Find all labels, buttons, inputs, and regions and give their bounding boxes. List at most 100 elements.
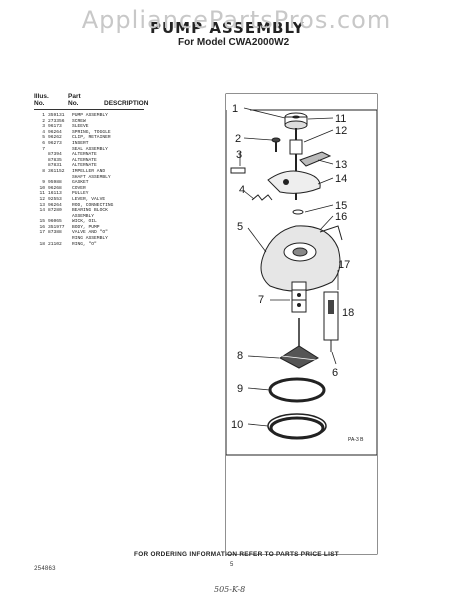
pump-body-part [260,225,343,292]
illus-header-line2: No. [34,100,45,107]
illus-number: 1 [42,113,45,118]
callout-9: 9 [237,383,243,395]
part-description: RING, "O" [72,241,97,247]
part-number: 359131 [48,113,65,118]
part-number: 96065 [48,219,62,225]
part-number: 87280 [48,208,62,214]
header-rule [34,109,144,110]
callout-12: 12 [335,125,347,137]
part-number: 361152 [48,168,65,174]
handwritten-note: 505-K-8 [214,585,246,594]
illus-number: 2 [42,118,45,124]
part-description: ALTERNATE [72,152,97,158]
part-description: SEAL ASSEMBLY [72,146,108,152]
document-number: 254863 [34,565,56,572]
illus-number: 3 [42,124,45,130]
illus-number: 16 [39,224,45,230]
part-number: 273356 [48,118,65,124]
illus-number: 14 [39,208,45,214]
callout-11: 11 [335,113,346,125]
callout-7: 7 [258,294,264,306]
callout-13: 13 [335,159,347,171]
callout-labels: 1 2 3 4 5 6 7 8 9 10 11 12 13 14 15 16 1… [231,103,354,431]
callout-8: 8 [237,350,243,362]
callout-15: 15 [335,200,347,212]
part-number: 96268 [48,185,62,191]
part-description: LEVER, VALVE [72,196,106,202]
callout-5: 5 [237,221,243,233]
part-header-line2: No. [68,100,79,107]
part-number: 21102 [48,241,62,247]
parts-row: ASSEMBLY [34,214,154,220]
parts-row: SHAFT ASSEMBLY [34,175,154,181]
seal-assembly-part [291,281,307,313]
illus-number: 5 [42,135,45,141]
part-description: CLIP, RETAINER [72,135,111,141]
part-number: 96264 [48,202,62,208]
parts-table-header: Illus. Part No. No. DESCRIPTION [34,93,154,107]
illus-number: 18 [39,241,45,247]
callout-2: 2 [235,133,241,145]
part-number: 87388 [48,230,62,236]
part-number: 95988 [48,180,62,186]
part-number: 96262 [48,135,62,141]
cover-part [267,413,327,440]
plate-code: PA-3 B [348,437,364,443]
toggle-spring-part [251,194,273,201]
illus-number: 11 [39,191,45,197]
part-description: PUMP ASSEMBLY [72,113,108,118]
illus-number: 10 [39,185,45,191]
part-description: ALTERNATE [72,157,97,163]
callout-16: 16 [335,211,347,223]
part-number: 96173 [48,124,62,130]
part-number: 16113 [48,191,62,197]
part-number: 92553 [48,196,62,202]
page-number: 5 [230,562,234,568]
part-description: WICK, OIL [72,219,97,225]
illus-number: 17 [39,230,45,236]
part-number: 96273 [48,140,62,146]
callout-17: 17 [338,259,350,271]
part-number: 87394 [48,152,62,158]
part-description: VALVE AND "O" [72,230,108,236]
pulley-part [284,112,308,130]
callout-1: 1 [232,103,238,115]
impeller-part [279,318,319,369]
part-number: 351977 [48,224,65,230]
sleeve-part [230,167,246,174]
part-number: 96264 [48,129,62,135]
parts-row: 87394 ALTERNATE [34,152,154,158]
parts-row: RING ASSEMBLY [34,236,154,242]
leader-lines [239,107,339,427]
part-description: BEARING BLOCK [72,208,108,214]
ordering-note: FOR ORDERING INFORMATION REFER TO PARTS … [134,551,339,558]
part-description: SCREW [72,118,86,124]
part-description: BODY, PUMP [72,224,100,230]
bearing-block-part [267,128,332,200]
oil-wick-part [292,209,304,215]
illus-number: 13 [39,202,45,208]
part-description: ALTERNATE [72,163,97,169]
part-description: ROD, CONNECTING [72,202,114,208]
page-title: PUMP ASSEMBLY [150,19,305,37]
part-description: COVER [72,185,86,191]
